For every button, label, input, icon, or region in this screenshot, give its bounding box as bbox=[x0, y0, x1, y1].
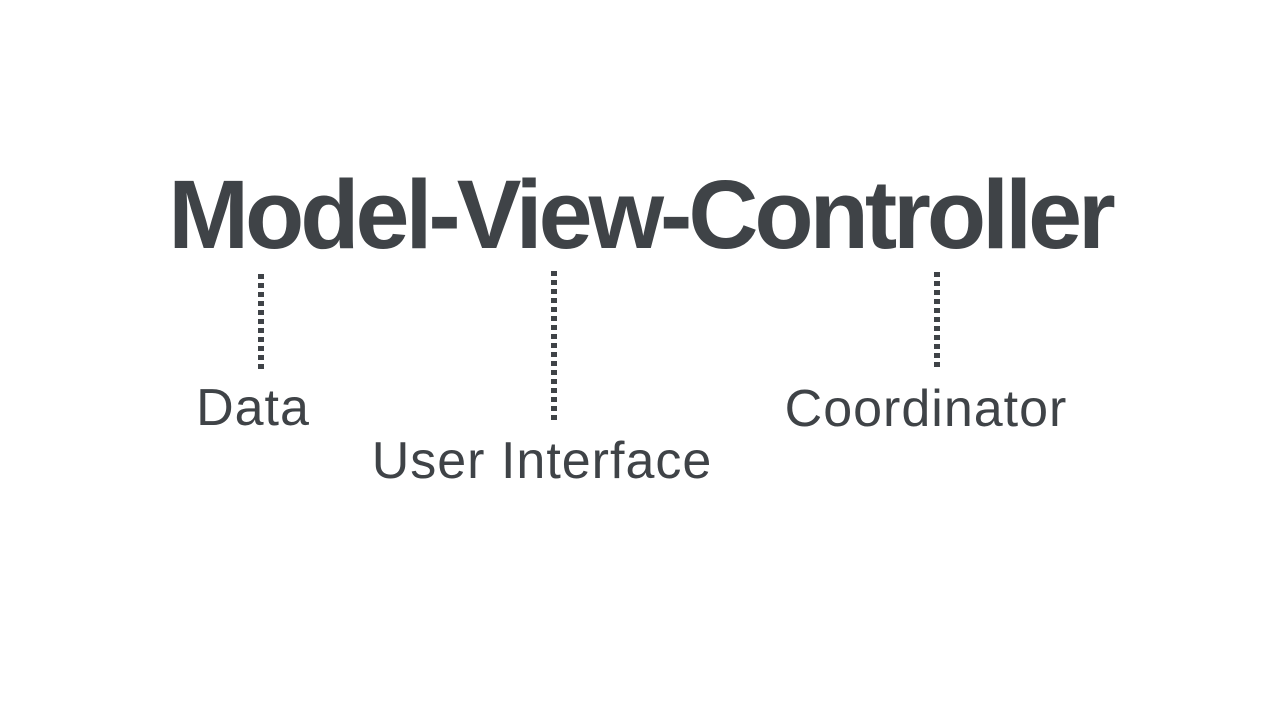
view-annotation-label: User Interface bbox=[371, 432, 713, 490]
diagram-title: Model-View-Controller bbox=[168, 160, 1116, 269]
model-dotted-connector-line bbox=[258, 274, 264, 373]
model-annotation-label: Data bbox=[196, 379, 310, 437]
controller-dotted-connector-line bbox=[934, 272, 940, 369]
view-dotted-connector-line bbox=[551, 271, 557, 424]
controller-annotation-label: Coordinator bbox=[784, 380, 1068, 438]
